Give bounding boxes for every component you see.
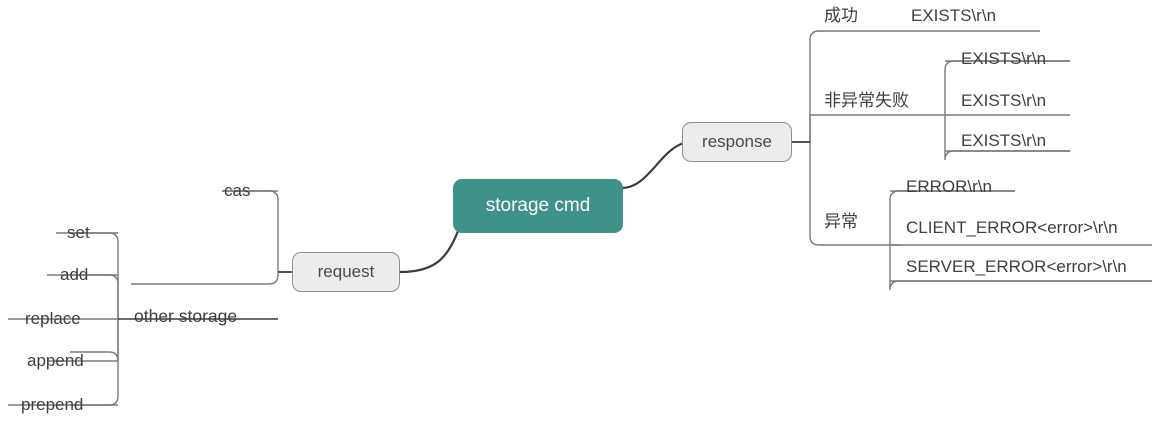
node-storage-cmd[interactable]: storage cmd <box>453 179 623 233</box>
wire-request-otherstorage <box>131 262 279 285</box>
label-exception-client-error[interactable]: CLIENT_ERROR<error>\r\n <box>906 218 1118 237</box>
label-success[interactable]: 成功 <box>824 6 858 25</box>
node-request-label: request <box>317 262 375 281</box>
label-nonexception-exists-2[interactable]: EXISTS\r\n <box>961 91 1047 110</box>
wire-response-nonexception <box>809 114 900 142</box>
wire-root-response <box>621 141 685 190</box>
label-append[interactable]: append <box>27 351 84 370</box>
label-exception-error[interactable]: ERROR\r\n <box>906 177 992 196</box>
node-response[interactable]: response <box>682 122 792 162</box>
wire-response-success <box>809 30 900 142</box>
wire-request-cas <box>222 190 279 262</box>
label-add[interactable]: add <box>60 265 89 284</box>
label-exception-server-error[interactable]: SERVER_ERROR<error>\r\n <box>906 257 1127 276</box>
node-response-label: response <box>702 132 772 151</box>
label-other-storage[interactable]: other storage <box>134 306 238 326</box>
label-non-exception-failure[interactable]: 非异常失败 <box>824 91 909 110</box>
label-nonexception-exists-3[interactable]: EXISTS\r\n <box>961 131 1047 150</box>
label-cas[interactable]: cas <box>224 181 251 200</box>
wire-root-request <box>399 225 462 274</box>
label-exception[interactable]: 异常 <box>824 212 858 231</box>
node-storage-cmd-label: storage cmd <box>485 195 591 216</box>
label-set[interactable]: set <box>67 223 90 242</box>
label-prepend[interactable]: prepend <box>21 395 84 414</box>
node-request[interactable]: request <box>292 252 400 292</box>
label-nonexception-exists-1[interactable]: EXISTS\r\n <box>961 49 1047 68</box>
label-replace[interactable]: replace <box>25 309 81 328</box>
label-success-exists[interactable]: EXISTS\r\n <box>911 6 997 25</box>
